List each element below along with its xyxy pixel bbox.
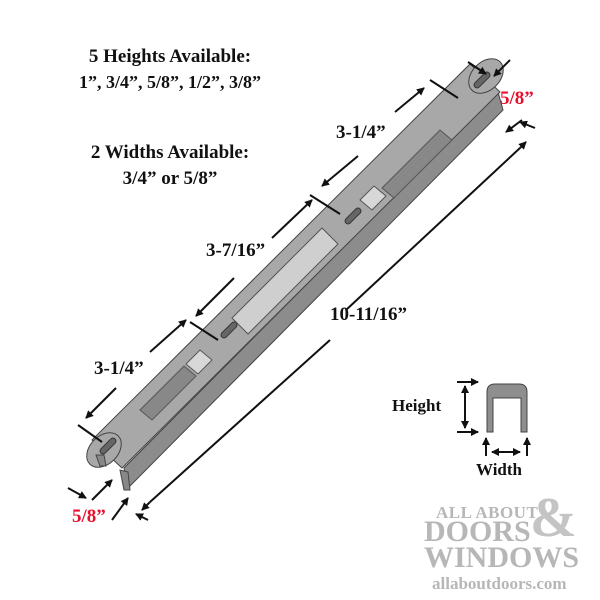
heights-values: 1”, 3/4”, 5/8”, 1/2”, 3/8” <box>78 72 261 92</box>
profile-legend <box>457 378 531 456</box>
width-label: Width <box>476 460 522 479</box>
logo-ampersand: & <box>530 487 577 549</box>
heights-title: 5 Heights Available: <box>88 46 252 67</box>
track-part <box>86 58 504 491</box>
widths-title: 2 Widths Available: <box>90 142 250 163</box>
logo-url: allaboutdoors.com <box>432 574 567 593</box>
height-label: Height <box>392 396 442 415</box>
lower-segment-label: 3-1/4” <box>94 358 144 379</box>
upper-segment-label: 3-1/4” <box>336 122 386 143</box>
logo-line2: DOORS <box>424 515 531 548</box>
dimension-lines <box>67 59 536 521</box>
bottom-width-label: 5/8” <box>72 506 106 527</box>
top-width-label: 5/8” <box>500 88 534 109</box>
widths-values: 3/4” or 5/8” <box>122 168 218 189</box>
middle-segment-label: 3-7/16” <box>206 240 266 261</box>
logo-line1: ALL ABOUT <box>436 503 539 522</box>
overall-length-label: 10-11/16” <box>330 304 408 325</box>
logo-line3: WINDOWS <box>424 541 580 574</box>
